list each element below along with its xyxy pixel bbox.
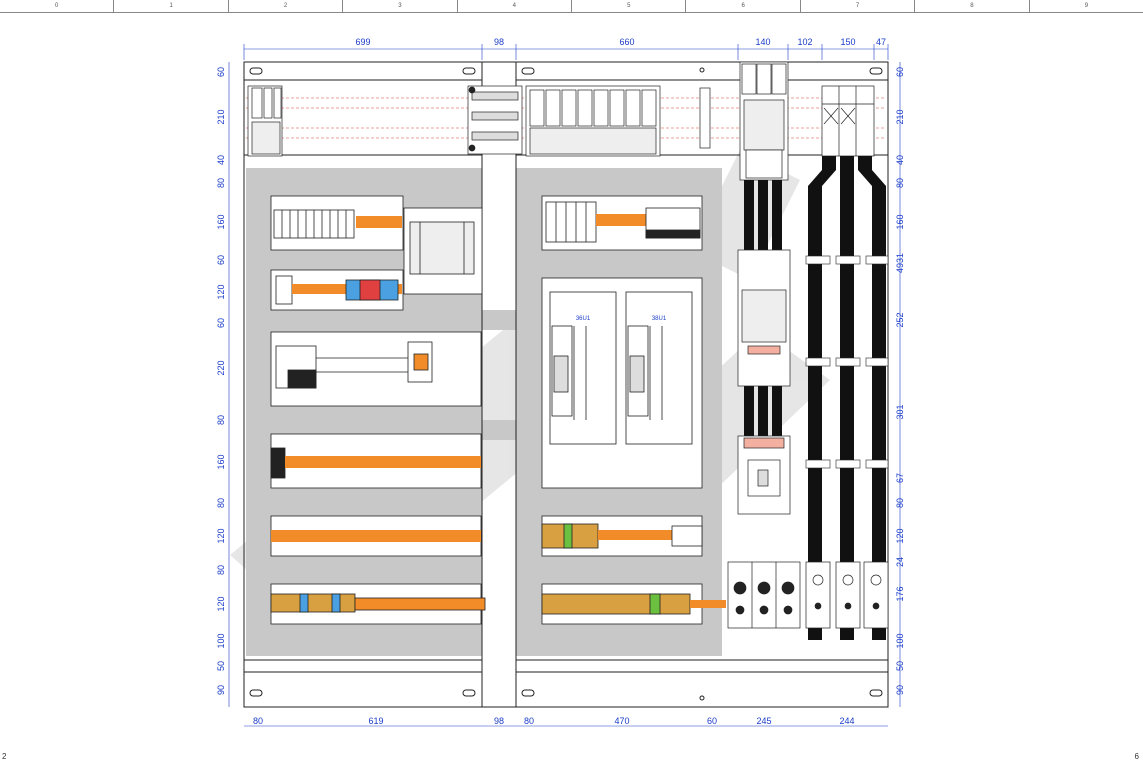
panel-n-left-2	[270, 269, 404, 311]
dimension-label: 80	[253, 716, 263, 726]
panel-n-right-3	[541, 515, 703, 557]
dimension-label: 98	[494, 37, 504, 47]
dims-left: 60 210 40 80 160 60 120 60 220 80 160 80 120 80 120 100…	[216, 67, 226, 695]
dimension-label: 699	[355, 37, 370, 47]
mounting-holes	[249, 67, 883, 701]
dimension-label: 67	[895, 473, 905, 483]
page-number-left: 2	[2, 752, 7, 761]
panel-n-right-4	[541, 583, 726, 625]
ruler-column: 3	[343, 0, 458, 12]
dimension-label: 80	[216, 415, 226, 425]
dimension-label: 150	[840, 37, 855, 47]
ruler-column: 9	[1084, 3, 1089, 9]
panel-n-left-5	[270, 515, 482, 557]
dimension-label: 252	[895, 312, 905, 327]
dimension-label: 60	[216, 67, 226, 77]
dimension-label: 31	[895, 253, 905, 263]
dimension-label: 80	[895, 498, 905, 508]
dims-top: 699 98 660 140 102 150 47	[355, 37, 886, 47]
panel-n-left-3	[270, 331, 482, 407]
dimension-label: 120	[895, 528, 905, 543]
page-number-right: 6	[1134, 752, 1139, 761]
dimension-label: 470	[614, 716, 629, 726]
drive-panel	[541, 277, 703, 489]
dimension-label: 160	[895, 214, 905, 229]
breaker-bottom	[737, 435, 791, 515]
dimension-label: 301	[895, 404, 905, 419]
socket-panel	[727, 561, 889, 629]
dimension-label: 160	[216, 454, 226, 469]
dimension-label: 210	[216, 109, 226, 124]
dimension-label: 60	[895, 67, 905, 77]
dimension-label: 80	[895, 178, 905, 188]
ruler-column: 1	[114, 0, 229, 12]
dimension-label: 80	[216, 178, 226, 188]
ruler-column: 5	[572, 0, 687, 12]
dimension-label: 60	[707, 716, 717, 726]
ruler-column: 2	[229, 0, 344, 12]
drive-label-36U1: 36U1	[576, 316, 591, 322]
ruler-column: 4	[458, 0, 573, 12]
dimension-label: 619	[368, 716, 383, 726]
dimension-label: 100	[895, 633, 905, 648]
main-disconnect-top	[739, 61, 789, 181]
dimension-label: 40	[895, 155, 905, 165]
dimension-label: 80	[216, 498, 226, 508]
ruler-column: 0	[0, 0, 115, 12]
main-switch-middle	[737, 249, 791, 387]
dimension-label: 660	[619, 37, 634, 47]
dimension-label: 120	[216, 528, 226, 543]
dimension-label: 90	[216, 685, 226, 695]
dimension-label: 100	[216, 633, 226, 648]
dimension-label: 140	[755, 37, 770, 47]
dimension-label: 24	[895, 557, 905, 567]
dimension-label: 102	[797, 37, 812, 47]
dimension-label: 245	[756, 716, 771, 726]
panel-n-left-6	[270, 583, 486, 625]
dimension-label: 210	[895, 109, 905, 124]
dimension-label: 120	[216, 284, 226, 299]
transformer	[403, 207, 483, 295]
dimension-label: 120	[216, 596, 226, 611]
dimension-label: 160	[216, 214, 226, 229]
top-breakers-left	[247, 85, 283, 157]
dimension-label: 60	[216, 318, 226, 328]
dimension-label: 40	[216, 155, 226, 165]
dimension-label: 50	[895, 661, 905, 671]
dims-bottom: 80 619 98 80 470 60 245 244	[253, 716, 855, 726]
dimension-label: 49	[895, 263, 905, 273]
dimension-label: 60	[216, 255, 226, 265]
dimension-label: 98	[494, 716, 504, 726]
top-contactor-row	[525, 85, 661, 157]
ruler-column: 6	[686, 0, 801, 12]
busbar-supports	[805, 255, 889, 469]
dimension-label: 176	[895, 586, 905, 601]
dimension-label: 50	[216, 661, 226, 671]
panel-n-left-1	[270, 195, 404, 251]
dimension-label: 220	[216, 360, 226, 375]
ruler-column: 7	[801, 0, 916, 12]
dimension-label: 80	[524, 716, 534, 726]
dimension-label: 90	[895, 685, 905, 695]
ruler-column: 8	[915, 0, 1030, 12]
top-relay-small	[699, 87, 711, 149]
fuse-holders-top	[821, 85, 875, 157]
panel-n-right-1	[541, 195, 703, 251]
top-terminal-block	[467, 85, 523, 155]
dimension-label: 47	[876, 37, 886, 47]
dimension-label: 80	[216, 565, 226, 575]
drive-label-38U1: 38U1	[652, 316, 667, 322]
dimension-label: 244	[839, 716, 854, 726]
panel-n-left-4	[270, 433, 482, 489]
dimension-lines	[228, 44, 901, 727]
